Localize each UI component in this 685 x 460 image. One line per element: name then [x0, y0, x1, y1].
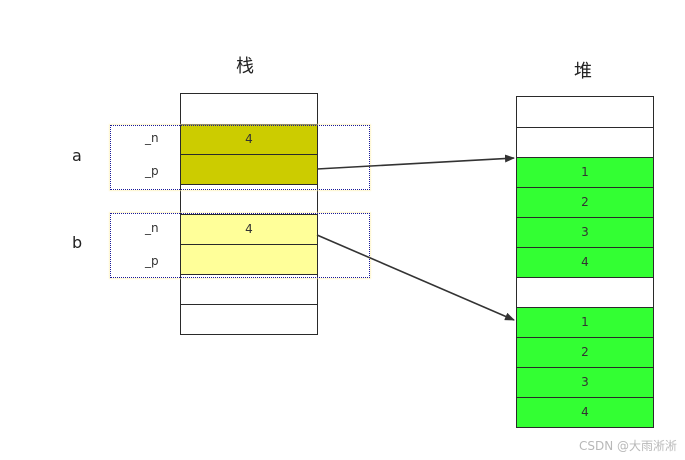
stack-cell: [181, 94, 317, 124]
heap-cell-block1: 1: [517, 157, 653, 187]
object-b-label: b: [72, 233, 83, 252]
heap-cell: [517, 277, 653, 307]
stack-cell-a-n: 4: [181, 124, 317, 154]
stack-cell-b-p: [181, 244, 317, 274]
object-a-label: a: [72, 146, 82, 165]
stack-cell: [181, 304, 317, 334]
object-b-field-n: _n: [145, 221, 159, 235]
watermark: CSDN @大雨淅淅: [578, 439, 677, 453]
heap-cell: [517, 97, 653, 127]
heap-cell-block1: 3: [517, 217, 653, 247]
object-b-field-p: _p: [145, 254, 159, 268]
heap-cell-block2: 1: [517, 307, 653, 337]
heap-cell-block2: 4: [517, 397, 653, 427]
object-a-field-n: _n: [145, 131, 159, 145]
stack-cell: [181, 274, 317, 304]
heap-cell: [517, 127, 653, 157]
heap-cell-block2: 3: [517, 367, 653, 397]
object-a-field-p: _p: [145, 164, 159, 178]
heap-cell-block1: 2: [517, 187, 653, 217]
stack-column: 4 4: [180, 93, 318, 335]
stack-cell-a-p: [181, 154, 317, 184]
heap-title: 堆: [574, 61, 592, 82]
heap-cell-block2: 2: [517, 337, 653, 367]
heap-column: 1 2 3 4 1 2 3 4: [516, 96, 654, 428]
heap-cell-block1: 4: [517, 247, 653, 277]
stack-title: 栈: [236, 56, 254, 77]
stack-cell-b-n: 4: [181, 214, 317, 244]
